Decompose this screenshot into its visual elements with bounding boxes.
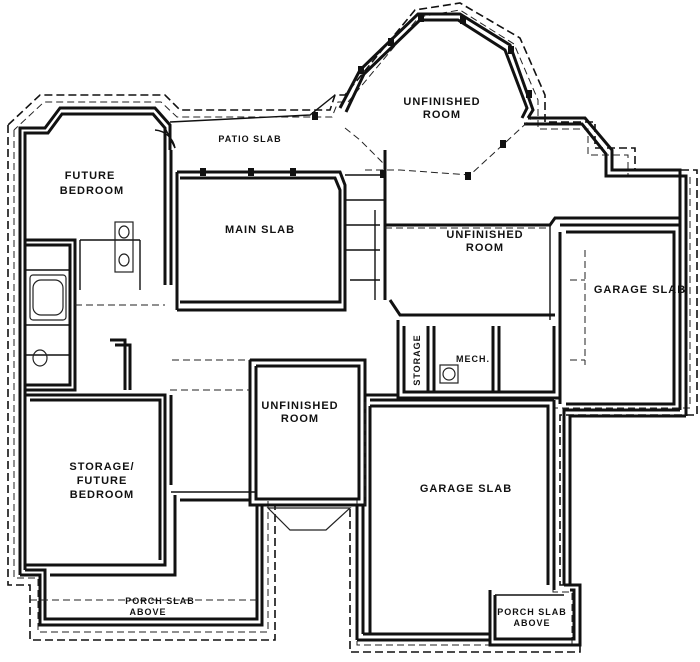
storage-future-bedroom-label-3: BEDROOM <box>70 489 134 501</box>
room-labels: FUTURE BEDROOM PATIO SLAB UNFINISHED ROO… <box>60 96 686 628</box>
storage-future-bedroom-label-1: STORAGE/ <box>69 461 134 473</box>
future-bedroom-label-1: FUTURE <box>65 170 116 182</box>
garage-slab-right-label: GARAGE SLAB <box>594 284 686 296</box>
interior-walls <box>25 150 680 634</box>
unfinished-room-center-label-1: UNFINISHED <box>261 400 338 412</box>
porch-slab-right-label-1: PORCH SLAB <box>497 607 567 617</box>
garage-step-icon <box>266 507 352 531</box>
patio-slab-label: PATIO SLAB <box>218 134 281 144</box>
door-swing-icons <box>154 127 176 149</box>
unfinished-room-mid-label-1: UNFINISHED <box>446 229 523 241</box>
footing-outline <box>7 2 698 653</box>
window-posts <box>200 14 532 180</box>
unfinished-room-center-label-2: ROOM <box>281 413 319 425</box>
unfinished-room-top-label-1: UNFINISHED <box>403 96 480 108</box>
storage-label: STORAGE <box>412 334 422 385</box>
future-bedroom-label-2: BEDROOM <box>60 185 124 197</box>
unfinished-room-top-label-2: ROOM <box>423 109 461 121</box>
water-heater-icon <box>439 364 459 384</box>
porch-slab-right-label-2: ABOVE <box>513 618 550 628</box>
stair-icon <box>345 150 387 300</box>
mech-label: MECH. <box>456 354 490 364</box>
bath-fixtures <box>29 221 459 531</box>
exterior-walls <box>18 12 688 647</box>
storage-future-bedroom-label-2: FUTURE <box>77 475 128 487</box>
porch-slab-left-label-1: PORCH SLAB <box>125 596 195 606</box>
vanity-icon <box>114 221 134 273</box>
bathtub-icon <box>32 279 64 316</box>
garage-slab-main-label: GARAGE SLAB <box>420 483 512 495</box>
unfinished-room-mid-label-2: ROOM <box>466 242 504 254</box>
main-slab-label: MAIN SLAB <box>225 224 295 236</box>
toilet-icon <box>32 349 48 367</box>
porch-slab-left-label-2: ABOVE <box>129 607 166 617</box>
